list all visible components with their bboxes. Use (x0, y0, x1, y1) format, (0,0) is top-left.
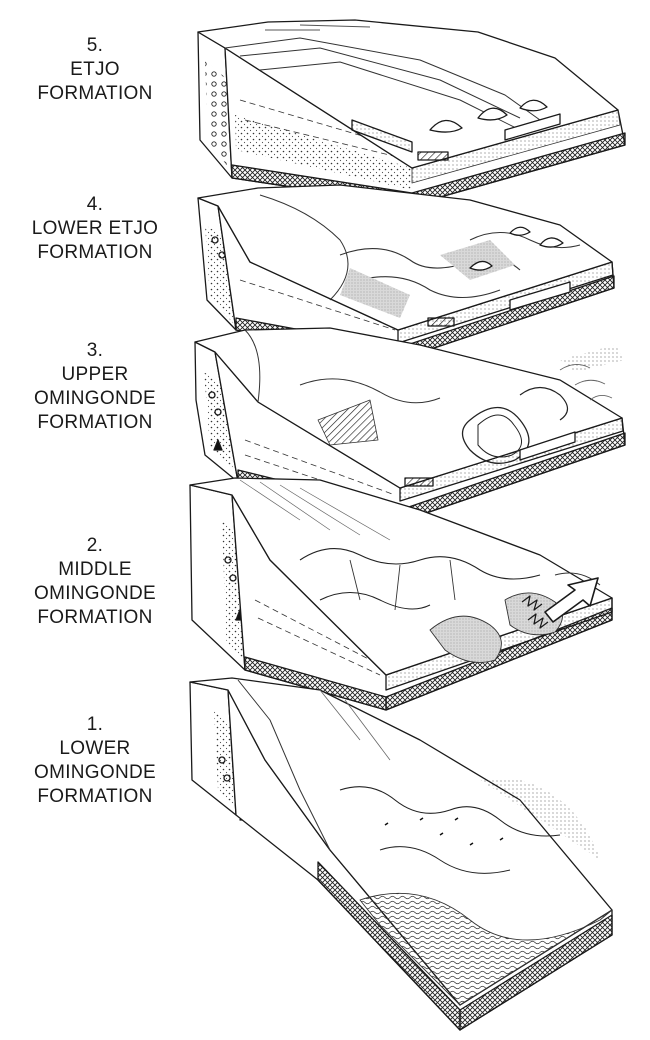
block-diagram-stack (180, 0, 650, 1040)
stage-4-label: 4. LOWER ETJO FORMATION (0, 193, 190, 265)
block-5-etjo (198, 20, 625, 205)
stage-2-number: 2. (0, 534, 190, 558)
stage-5-line-1: ETJO (0, 58, 190, 82)
block-2-middle-omingonde (190, 478, 612, 710)
stage-3-line-2: OMINGONDE (0, 387, 190, 411)
stage-1-line-2: OMINGONDE (0, 761, 190, 785)
stage-2-label: 2. MIDDLE OMINGONDE FORMATION (0, 534, 190, 630)
stage-labels: 5. ETJO FORMATION 4. LOWER ETJO FORMATIO… (0, 0, 190, 1040)
stage-4-line-2: FORMATION (0, 241, 190, 265)
stage-4-line-1: LOWER ETJO (0, 217, 190, 241)
stage-3-line-1: UPPER (0, 363, 190, 387)
stage-5-line-2: FORMATION (0, 82, 190, 106)
stage-1-number: 1. (0, 713, 190, 737)
stage-1-line-1: LOWER (0, 737, 190, 761)
stage-3-line-3: FORMATION (0, 411, 190, 435)
stage-3-label: 3. UPPER OMINGONDE FORMATION (0, 339, 190, 435)
stage-1-label: 1. LOWER OMINGONDE FORMATION (0, 713, 190, 809)
stage-4-number: 4. (0, 193, 190, 217)
stage-2-line-1: MIDDLE (0, 558, 190, 582)
stage-2-line-3: FORMATION (0, 606, 190, 630)
stage-1-line-3: FORMATION (0, 785, 190, 809)
stage-2-line-2: OMINGONDE (0, 582, 190, 606)
block-1-lower-omingonde (190, 678, 612, 1030)
stage-5-label: 5. ETJO FORMATION (0, 34, 190, 106)
stage-5-number: 5. (0, 34, 190, 58)
stage-3-number: 3. (0, 339, 190, 363)
